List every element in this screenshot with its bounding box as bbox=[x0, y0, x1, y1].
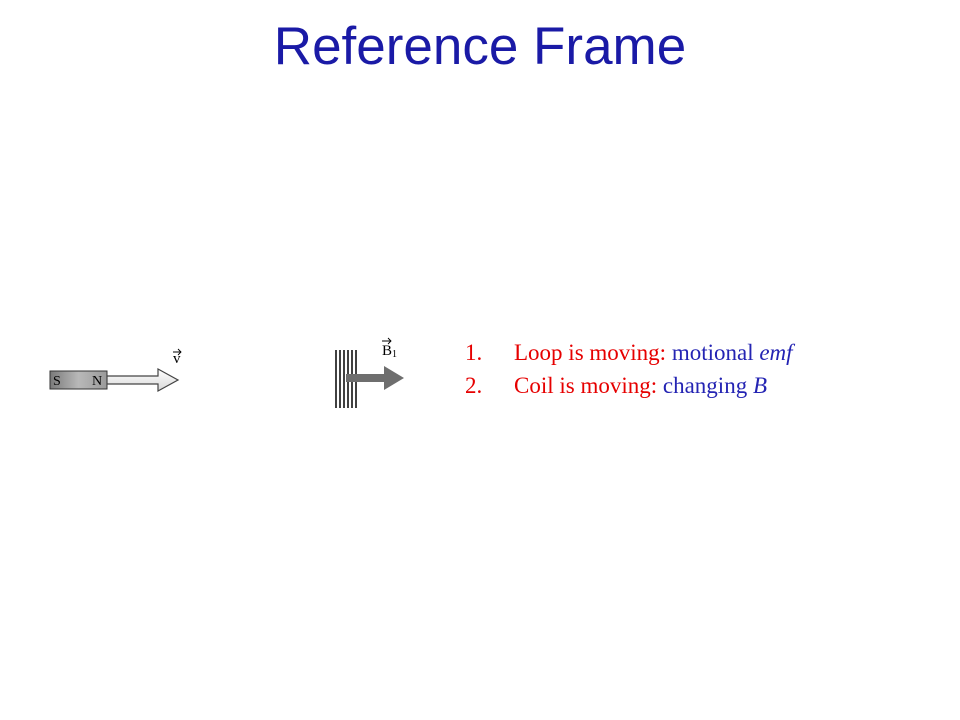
velocity-label: v bbox=[173, 351, 181, 367]
field-arrow-shaft bbox=[346, 374, 386, 382]
list-result-italic: emf bbox=[759, 340, 793, 365]
velocity-arrow-shape bbox=[106, 367, 180, 393]
field-vector-mark bbox=[382, 337, 392, 345]
coil bbox=[335, 350, 357, 408]
list-item: 1. Loop is moving: motional emf bbox=[465, 336, 793, 369]
field-arrow: B1 bbox=[346, 337, 404, 390]
list-claim: Coil is moving: bbox=[514, 373, 658, 398]
field-arrow-head bbox=[384, 366, 404, 390]
bar-magnet-body bbox=[49, 370, 108, 390]
magnet-south-label: S bbox=[53, 374, 61, 389]
list-claim: Loop is moving: bbox=[514, 340, 667, 365]
bar-magnet: S N bbox=[49, 370, 108, 390]
list-result: motional bbox=[671, 340, 754, 365]
field-label-subscript: 1 bbox=[392, 349, 397, 360]
list-result: changing bbox=[662, 373, 748, 398]
reference-frame-list: 1. Loop is moving: motional emf 2. Coil is… bbox=[465, 336, 793, 402]
list-item: 2. Coil is moving: changing B bbox=[465, 369, 793, 402]
slide-title: Reference Frame bbox=[273, 17, 687, 76]
list-number: 2. bbox=[465, 373, 483, 398]
list-result-italic: B bbox=[752, 373, 768, 398]
field-label-main: B bbox=[382, 343, 392, 359]
field-label: B1 bbox=[382, 343, 397, 360]
velocity-arrow: v bbox=[106, 348, 182, 393]
magnet-north-label: N bbox=[92, 374, 102, 389]
list-number: 1. bbox=[465, 340, 483, 365]
velocity-vector-mark bbox=[173, 348, 182, 356]
